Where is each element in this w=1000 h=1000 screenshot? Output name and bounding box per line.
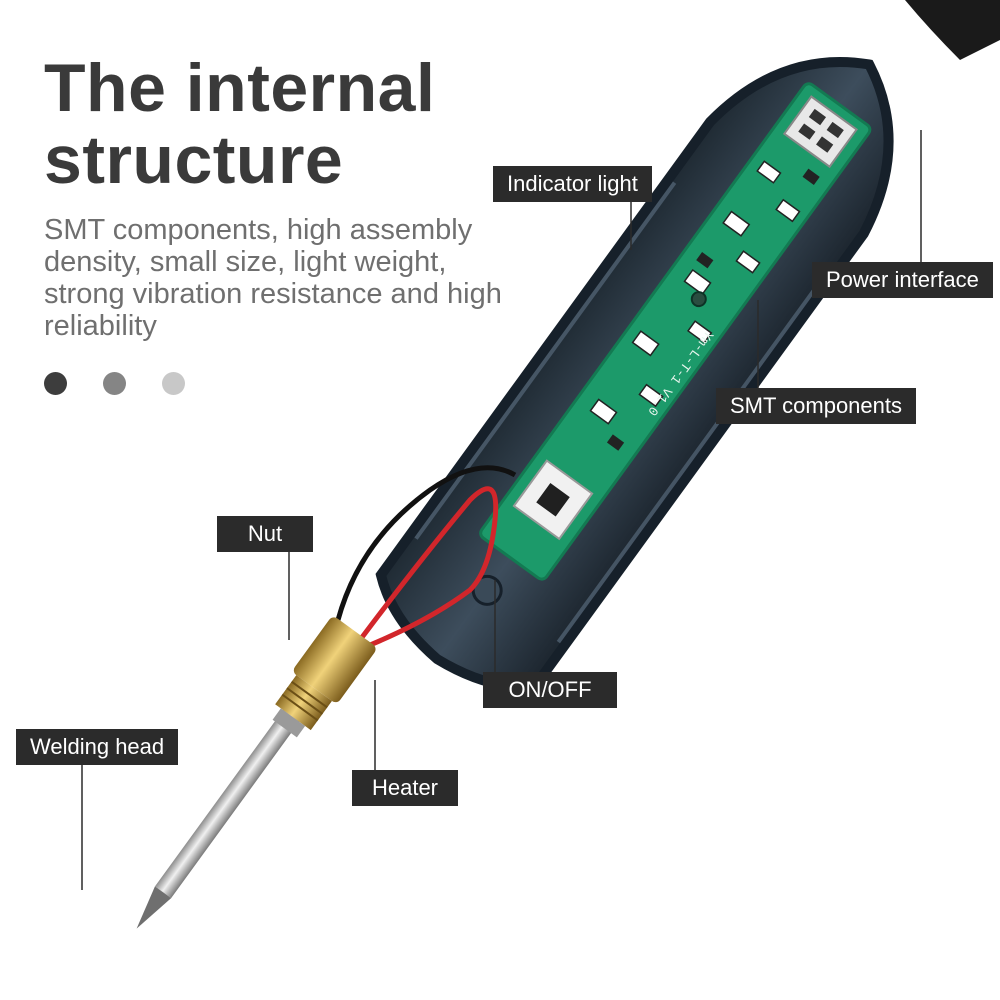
callout-indicator-light: Indicator light — [493, 166, 652, 202]
callout-nut: Nut — [217, 516, 313, 552]
callout-on-off: ON/OFF — [483, 672, 617, 708]
callout-welding-head: Welding head — [16, 729, 179, 765]
callout-power-interface: Power interface — [812, 262, 993, 298]
carousel-dot-1[interactable] — [44, 372, 67, 395]
carousel-dot-2[interactable] — [103, 372, 126, 395]
feature-description: SMT components, high assembly density, s… — [44, 214, 502, 342]
carousel-dot-3[interactable] — [162, 372, 185, 395]
power-cable — [905, 0, 1000, 60]
page-title: The internal structure — [44, 50, 436, 198]
brass-nut — [272, 617, 376, 738]
pcb-board — [479, 82, 872, 581]
black-wire — [335, 465, 517, 621]
housing-shell: Ym-L-T-1 V1.0 — [375, 57, 894, 693]
red-wire — [358, 486, 499, 648]
callout-smt-components: SMT components — [716, 388, 917, 424]
carousel-dots — [44, 372, 185, 395]
callout-heater: Heater — [352, 770, 458, 806]
indicator-led — [690, 291, 707, 308]
welding-head-tip — [136, 684, 319, 929]
power-socket — [782, 95, 859, 169]
